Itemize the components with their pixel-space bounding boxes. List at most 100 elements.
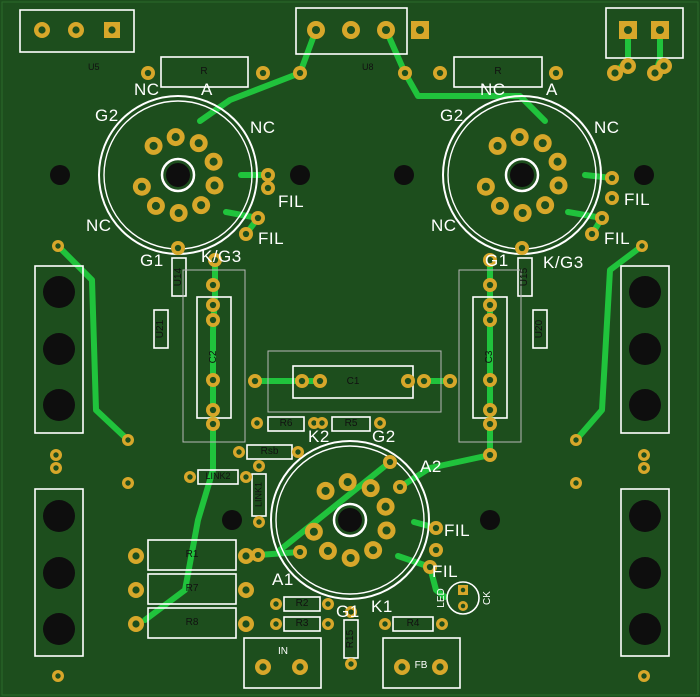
pad-hole: [446, 377, 454, 385]
pad-hole: [264, 184, 272, 192]
pad-hole: [298, 377, 306, 385]
resistor-u21-label: U21: [155, 319, 166, 339]
pad-hole: [369, 546, 378, 555]
pad-hole: [486, 256, 494, 264]
pad-hole: [381, 25, 391, 35]
pad-hole: [132, 552, 140, 560]
tube-right-fil-1: FIL: [624, 190, 651, 209]
tube-bottom-g2: G2: [372, 427, 396, 446]
pad-hole: [259, 69, 267, 77]
pad-hole: [53, 465, 59, 471]
capacitor-c1-label: C1: [346, 376, 360, 387]
pad-hole: [151, 201, 160, 210]
pad-hole: [311, 25, 321, 35]
tube-right-k-g3: K/G3: [543, 253, 584, 272]
pad-hole: [486, 376, 494, 384]
pad-hole: [236, 449, 242, 455]
resistor-r-left-label: R: [200, 66, 208, 77]
pad-hole: [439, 621, 445, 627]
pad-hole: [366, 484, 375, 493]
pad-hole: [554, 181, 563, 190]
pad-hole: [518, 208, 527, 218]
pad-hole: [187, 474, 193, 480]
tube-bottom-k2: K2: [308, 427, 330, 446]
tube-bottom-fil-1: FIL: [444, 521, 471, 540]
tube-socket-left: [98, 95, 258, 255]
pad-hole: [323, 546, 332, 555]
pad-hole: [321, 486, 330, 495]
courtyard-outlines: [182, 269, 522, 443]
pad-hole: [426, 563, 434, 571]
pad-hole: [149, 141, 158, 150]
capacitor-c2-label: C2: [208, 350, 219, 364]
pad-hole: [624, 62, 632, 70]
pad-hole: [493, 141, 502, 150]
pad-hole: [254, 214, 262, 222]
pad-hole: [137, 182, 146, 191]
connector-u5-label: U5: [88, 62, 100, 72]
pad-hole: [108, 26, 116, 34]
pad-hole: [254, 420, 260, 426]
pad-hole: [55, 673, 61, 679]
resistor-r15-label: R15: [345, 629, 356, 649]
pad-hole: [254, 551, 262, 559]
pad-hole: [309, 527, 318, 536]
pad-hole: [381, 502, 390, 511]
mounting-holes: [43, 165, 661, 645]
pad-hole: [641, 452, 647, 458]
pad-hole: [242, 586, 250, 594]
pad-hole: [573, 480, 579, 486]
pad-hole: [398, 663, 406, 671]
ck-label: CK: [482, 591, 493, 605]
pad-hole: [404, 377, 412, 385]
capacitor-c3-label: C3: [484, 350, 495, 364]
tube-right-nc-top: NC: [480, 80, 506, 99]
pad-hole: [486, 316, 494, 324]
pad-hole: [486, 281, 494, 289]
tube-left-fil-2: FIL: [258, 229, 285, 248]
pad-hole: [325, 621, 331, 627]
connector-fb-label: FB: [414, 660, 428, 671]
pad-hole: [296, 548, 304, 556]
tube-right-nc-right: NC: [594, 118, 620, 137]
pad-hole: [538, 139, 547, 148]
pad-hole: [174, 244, 182, 252]
resistor-r3-label: R3: [295, 618, 309, 629]
pad-hole: [273, 621, 279, 627]
pad-hole: [460, 603, 466, 609]
tube-left-g2: G2: [95, 106, 119, 125]
tube-socket-right: [442, 95, 602, 255]
pad-hole: [377, 420, 383, 426]
pad-hole: [264, 171, 272, 179]
pad-hole: [608, 194, 616, 202]
pad-hole: [256, 463, 262, 469]
pad-hole: [541, 201, 550, 210]
pad-hole: [552, 69, 560, 77]
pad-hole: [460, 587, 466, 593]
pad-hole: [242, 552, 250, 560]
pad-hole: [495, 201, 504, 210]
tube-right-nc-left: NC: [431, 216, 457, 235]
pad-hole: [242, 620, 250, 628]
pad-hole: [486, 301, 494, 309]
tube-socket-bottom: [270, 440, 430, 600]
link2-label: LINK2: [205, 471, 231, 481]
pad-hole: [210, 181, 219, 190]
pad-hole: [641, 673, 647, 679]
pad-hole: [209, 406, 217, 414]
tube-left-k-g3: K/G3: [201, 247, 242, 266]
pad-hole: [481, 182, 490, 191]
tube-left-g1: G1: [140, 251, 164, 270]
pad-hole: [486, 451, 494, 459]
resistor-u20-label: U20: [534, 319, 545, 339]
pad-hole: [132, 620, 140, 628]
pad-hole: [209, 157, 218, 166]
pad-hole: [296, 69, 304, 77]
pad-hole: [553, 157, 562, 166]
pad-hole: [588, 230, 596, 238]
tube-bottom-a2: A2: [420, 457, 442, 476]
pad-hole: [382, 621, 388, 627]
